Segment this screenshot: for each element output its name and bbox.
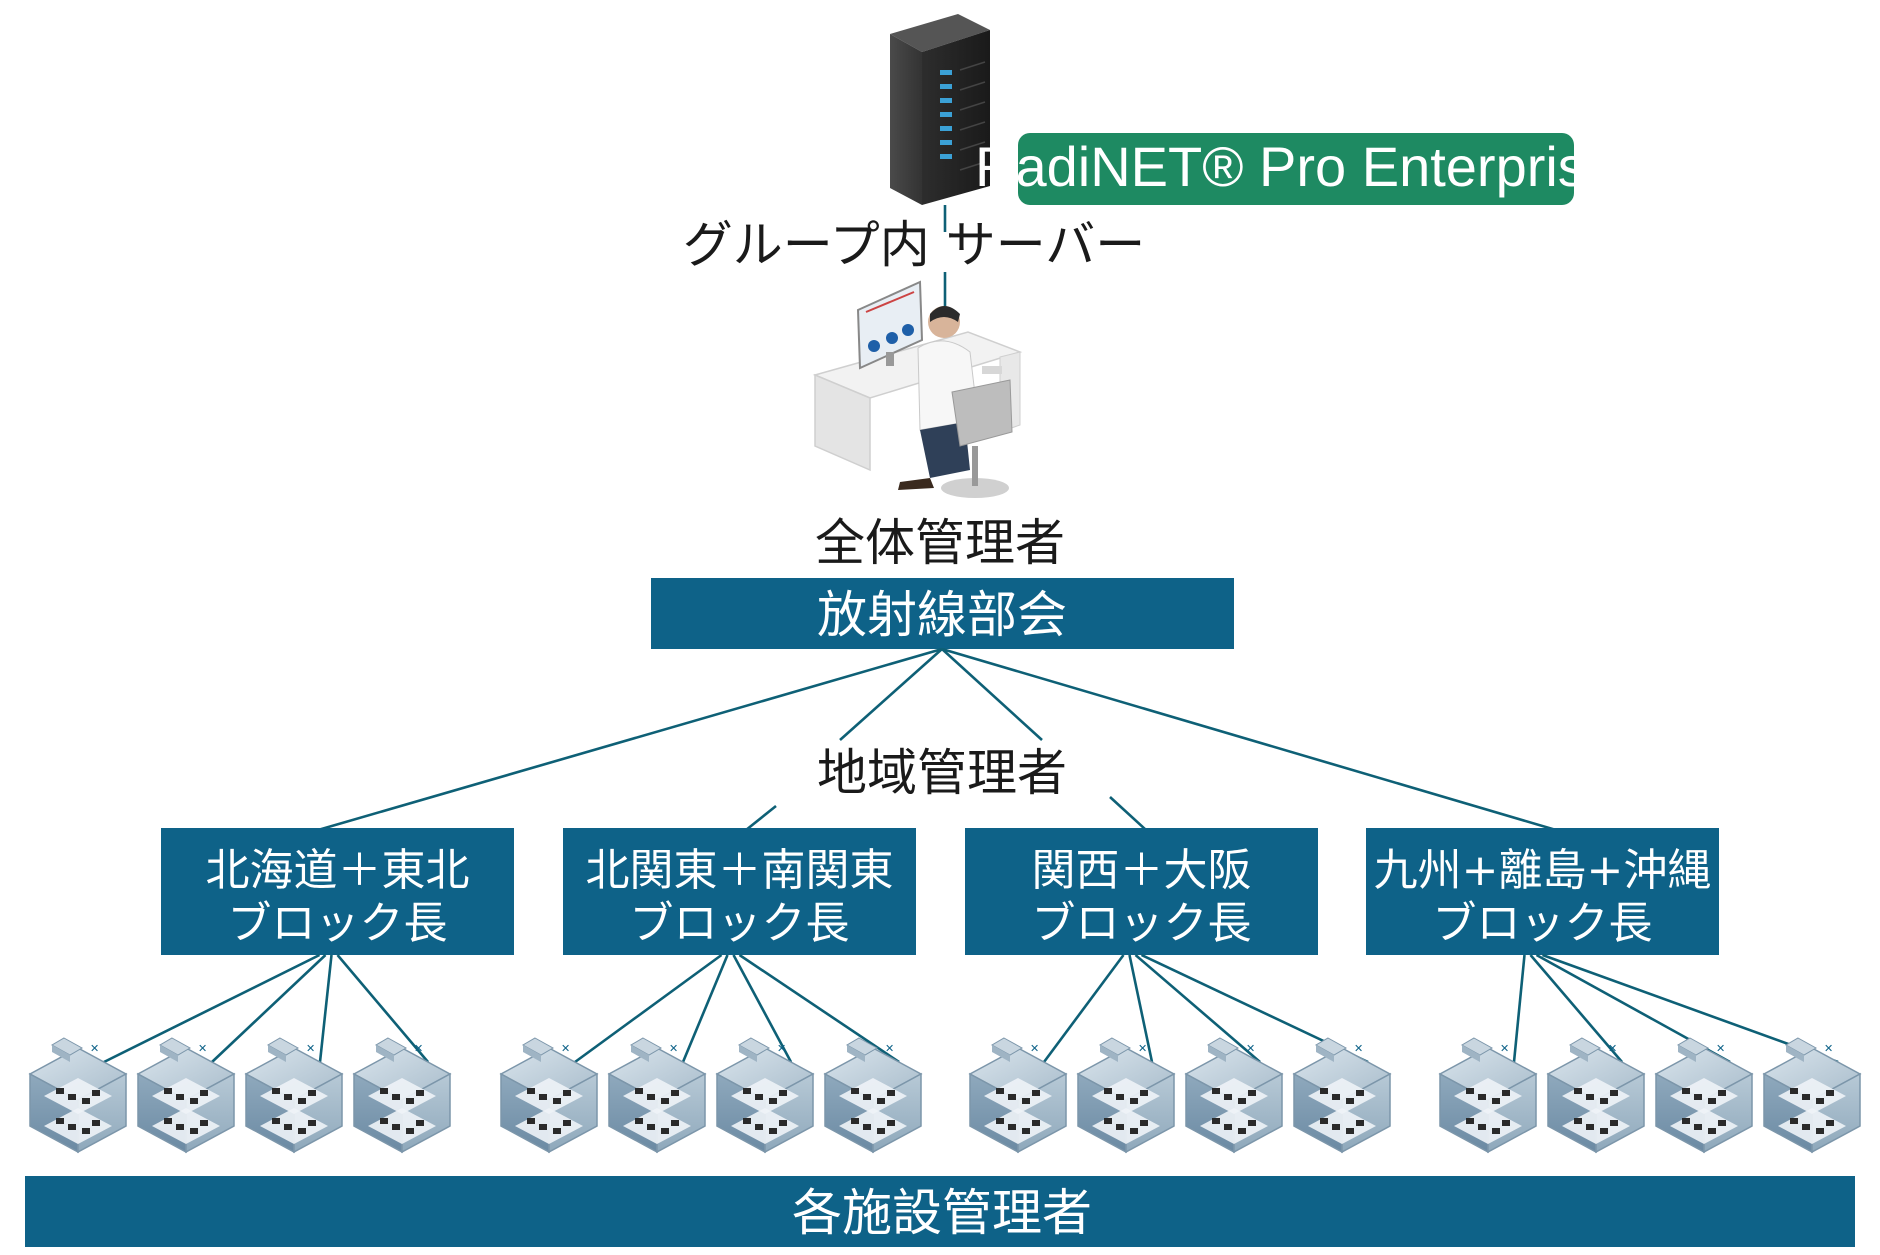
facility-building-icon [969,1037,1067,1153]
facility-manager-bar: 各施設管理者 [25,1176,1855,1247]
facility-building-icon [1763,1037,1861,1153]
facility-building-icon [1185,1037,1283,1153]
facility-icons [29,953,1861,1153]
block-label-line1: 北海道＋東北 [206,845,470,896]
block-label-line1: 九州+離島+沖縄 [1374,845,1712,896]
facility-building-icon [1547,1037,1645,1153]
block-label-line2: ブロック長 [1433,898,1653,949]
facility-connector [574,953,723,1064]
facility-connector [336,954,429,1063]
facility-building-icon [245,1037,343,1153]
facility-connector [738,953,900,1064]
facility-connector [103,953,321,1064]
facility-connector [1512,954,1526,1063]
facility-building-icon [716,1037,814,1153]
council-label: 放射線部会 [817,586,1067,644]
server-rack-icon [890,14,990,205]
block-label-line2: ブロック長 [1032,898,1252,949]
facility-manager-label: 各施設管理者 [792,1184,1092,1242]
block-label-line1: 北関東＋南関東 [586,845,894,896]
facility-building-icon [1293,1037,1391,1153]
facility-connector [681,954,729,1063]
facility-connector [1529,954,1623,1063]
council-box: 放射線部会 [651,578,1234,649]
facility-connector [1134,954,1261,1063]
admin-label: 全体管理者 [815,514,1065,572]
server-label: グループ内 サーバー [683,216,1145,274]
facility-building-icon [353,1037,451,1153]
radinet-badge: RadiNET® Pro Enterprise [975,133,1617,205]
block-boxes: 北海道＋東北ブロック長北関東＋南関東ブロック長関西＋大阪ブロック長九州+離島+沖… [161,828,1719,955]
facility-connector [1128,954,1154,1063]
block-label-line1: 関西＋大阪 [1032,845,1252,896]
facility-building-icon [1655,1037,1753,1153]
facility-building-icon [824,1037,922,1153]
radinet-badge-text: RadiNET® Pro Enterprise [975,135,1617,198]
facility-building-icon [29,1037,127,1153]
facility-connector [211,954,327,1063]
block-label-line2: ブロック長 [228,898,448,949]
council-connectors [317,647,1557,832]
facility-building-icon [608,1037,706,1153]
regional-label: 地域管理者 [817,744,1067,802]
facility-building-icon [1439,1037,1537,1153]
facility-connector [1042,954,1125,1063]
admin-workstation-icon [812,280,1023,498]
block-label-line2: ブロック長 [630,898,850,949]
facility-connector [318,954,333,1063]
facility-building-icon [1077,1037,1175,1153]
